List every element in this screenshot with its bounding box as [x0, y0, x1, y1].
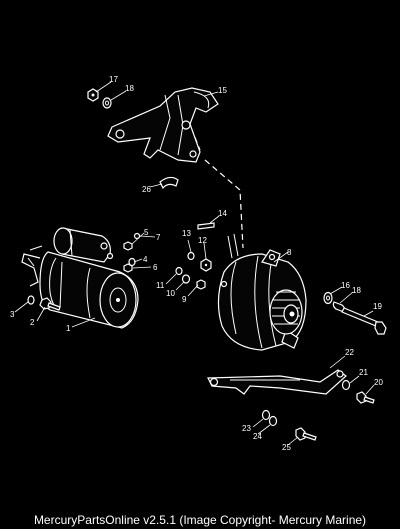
callout-6: 6 [153, 263, 158, 272]
callout-4: 4 [143, 255, 148, 264]
nut-17 [87, 88, 99, 102]
callout-7: 7 [156, 233, 161, 242]
washer-18-top [102, 97, 112, 109]
callout-18-top: 18 [125, 84, 134, 93]
washer-10 [181, 274, 191, 284]
callout-8: 8 [287, 248, 292, 257]
callout-18-right: 18 [352, 286, 361, 295]
callout-26: 26 [142, 185, 151, 194]
lower-bracket [207, 369, 347, 395]
washer-23 [261, 409, 271, 421]
bolt-2 [39, 297, 61, 311]
callout-25: 25 [282, 443, 291, 452]
callout-17: 17 [109, 75, 118, 84]
washer-3 [27, 295, 35, 305]
callout-23: 23 [242, 424, 251, 433]
bolt-20 [356, 391, 375, 404]
clip-26 [159, 176, 179, 190]
starter-motor [21, 227, 139, 329]
nut-12 [200, 258, 212, 272]
pin-14 [197, 222, 215, 230]
bolt-19 [341, 307, 387, 335]
callout-1: 1 [66, 324, 71, 333]
callout-24: 24 [253, 432, 262, 441]
callout-11: 11 [156, 281, 165, 290]
callout-12: 12 [198, 236, 207, 245]
nut-5 [123, 241, 133, 251]
leader-lines [14, 81, 375, 446]
callout-15: 15 [218, 86, 227, 95]
nut-6 [123, 263, 133, 273]
alternator [217, 233, 307, 351]
callout-10: 10 [166, 289, 175, 298]
washer-24 [268, 415, 278, 427]
callout-2: 2 [30, 318, 35, 327]
screw-7 [133, 232, 141, 240]
callout-5: 5 [144, 228, 149, 237]
washer-16 [323, 291, 333, 305]
washer-21 [341, 379, 351, 391]
callout-14: 14 [218, 209, 227, 218]
callout-labels: 1 2 3 4 5 6 7 8 9 10 11 12 13 14 15 16 1… [10, 75, 383, 452]
callout-19: 19 [373, 302, 382, 311]
callout-21: 21 [359, 368, 368, 377]
bolt-25 [295, 427, 317, 441]
upper-mounting-bracket [107, 87, 219, 163]
nut-9 [196, 279, 206, 290]
callout-13: 13 [182, 229, 191, 238]
copyright-footer: MercuryPartsOnline v2.5.1 (Image Copyrig… [0, 511, 400, 529]
callout-3: 3 [10, 310, 15, 319]
callout-9: 9 [182, 295, 187, 304]
callout-22: 22 [345, 348, 354, 357]
callout-16: 16 [341, 281, 350, 290]
washer-13 [187, 251, 195, 261]
callout-20: 20 [374, 378, 383, 387]
washer-11 [175, 266, 183, 276]
